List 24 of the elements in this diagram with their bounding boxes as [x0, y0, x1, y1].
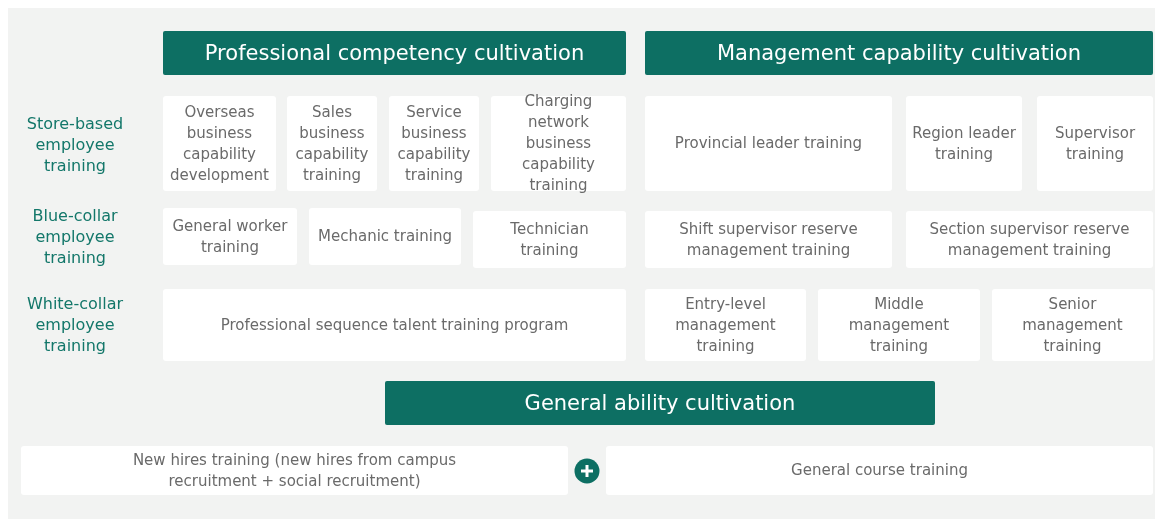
section-header: Management capability cultivation — [645, 31, 1153, 75]
training-box: Professional sequence talent training program — [163, 289, 626, 361]
training-box: Region leader training — [906, 96, 1022, 191]
training-box: General course training — [606, 446, 1153, 495]
training-box: Overseas business capability development — [163, 96, 276, 191]
row-label: White-collar employee training — [25, 293, 125, 356]
training-box: Shift supervisor reserve management training — [645, 211, 892, 268]
training-box: Service business capability training — [389, 96, 479, 191]
section-header: Professional competency cultivation — [163, 31, 626, 75]
training-box: Section supervisor reserve management training — [906, 211, 1153, 268]
training-box: Charging network business capability training — [491, 96, 626, 191]
training-box: Mechanic training — [309, 208, 461, 265]
section-header: General ability cultivation — [385, 381, 935, 425]
row-label: Blue-collar employee training — [31, 205, 119, 268]
training-box: Provincial leader training — [645, 96, 892, 191]
training-box: Entry-level management training — [645, 289, 806, 361]
training-box: Sales business capability training — [287, 96, 377, 191]
training-box: Middle management training — [818, 289, 980, 361]
training-box: Supervisor training — [1037, 96, 1153, 191]
training-box: General worker training — [163, 208, 297, 265]
training-box: Technician training — [473, 211, 626, 268]
row-label: Store-based employee training — [25, 113, 125, 176]
training-box: New hires training (new hires from campus recruitment + social recruitment) — [21, 446, 568, 495]
training-box: Senior management training — [992, 289, 1153, 361]
